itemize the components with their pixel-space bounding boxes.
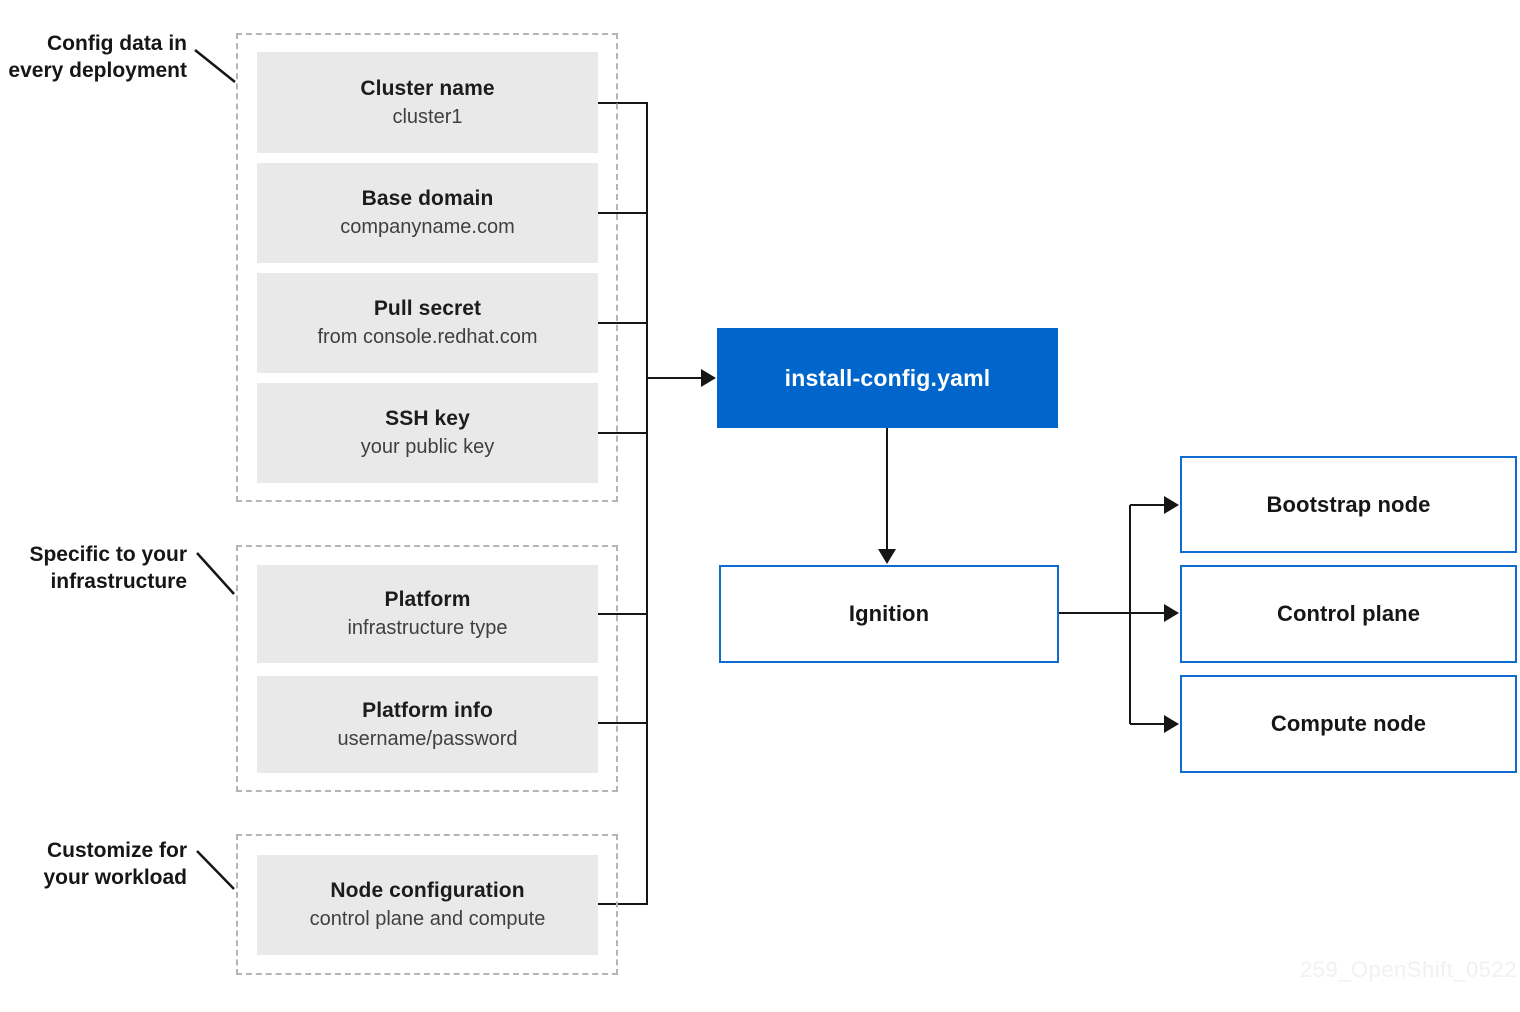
box-subtitle: from console.redhat.com — [317, 326, 538, 348]
control-plane-arrowhead — [1164, 604, 1179, 622]
install-config-arrowhead — [701, 369, 716, 387]
bootstrap-arrowhead — [1164, 496, 1179, 514]
box-ssh-key: SSH key your public key — [257, 383, 598, 483]
group-label-line: your workload — [43, 866, 187, 889]
group-label-line: Config data in — [47, 32, 187, 55]
ignition-arrowhead — [878, 549, 896, 564]
group-label-line: Customize for — [46, 839, 187, 862]
box-bootstrap-node: Bootstrap node — [1180, 456, 1517, 553]
box-subtitle: infrastructure type — [347, 617, 508, 639]
watermark-text: 259_OpenShift_0522 — [1300, 957, 1517, 982]
group-workload — [236, 834, 618, 975]
box-cluster-name: Cluster name cluster1 — [257, 52, 598, 153]
label-pointer-line-3 — [196, 850, 235, 890]
box-subtitle: your public key — [360, 436, 495, 458]
box-platform: Platform infrastructure type — [257, 565, 598, 663]
group-config-data — [236, 33, 618, 502]
box-subtitle: cluster1 — [392, 105, 463, 128]
label-pointer-line-1 — [194, 49, 236, 83]
group-label-line: every deployment — [8, 59, 187, 82]
install-config-label: install-config.yaml — [784, 364, 991, 391]
group-label-workload: Customize for your workload — [0, 837, 187, 891]
trunk-line — [598, 102, 648, 905]
box-node-configuration: Node configuration control plane and com… — [257, 855, 598, 955]
box-control-plane: Control plane — [1180, 565, 1517, 663]
compute-arrowhead — [1164, 715, 1179, 733]
box-title: Node configuration — [330, 879, 525, 902]
box-compute-node: Compute node — [1180, 675, 1517, 773]
box-subtitle: companyname.com — [340, 216, 515, 238]
box-title: Pull secret — [373, 297, 482, 320]
group-label-config-data: Config data in every deployment — [0, 30, 187, 84]
box-title: SSH key — [385, 407, 470, 430]
ignition-label: Ignition — [848, 601, 930, 626]
box-install-config-yaml: install-config.yaml — [717, 328, 1058, 428]
box-subtitle: username/password — [337, 727, 518, 750]
label-pointer-line-2 — [196, 552, 235, 595]
box-title: Cluster name — [360, 76, 495, 100]
box-title: Base domain — [361, 187, 494, 210]
group-label-infrastructure: Specific to your infrastructure — [0, 541, 187, 595]
group-label-line: Specific to your — [29, 543, 187, 566]
group-label-line: infrastructure — [50, 570, 187, 593]
box-platform-info: Platform info username/password — [257, 676, 598, 773]
box-title: Platform — [384, 588, 471, 611]
box-subtitle: control plane and compute — [309, 908, 546, 930]
node-label: Bootstrap node — [1266, 491, 1431, 517]
node-label: Control plane — [1276, 601, 1421, 626]
group-infrastructure — [236, 545, 618, 792]
box-ignition: Ignition — [719, 565, 1059, 663]
box-title: Platform info — [362, 698, 493, 722]
box-pull-secret: Pull secret from console.redhat.com — [257, 273, 598, 373]
node-label: Compute node — [1270, 711, 1427, 736]
box-base-domain: Base domain companyname.com — [257, 163, 598, 263]
